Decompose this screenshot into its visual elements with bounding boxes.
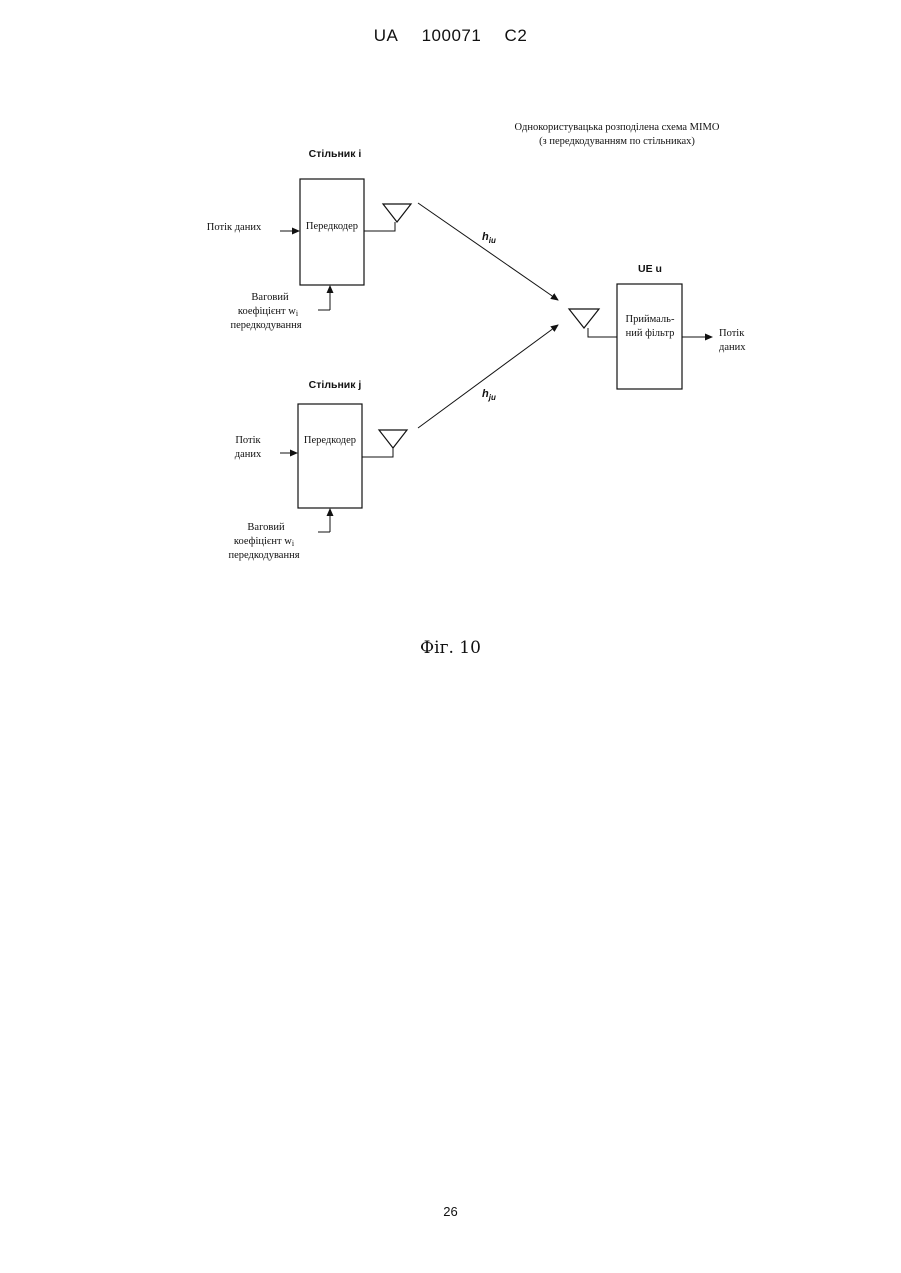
ue-feed-line xyxy=(588,328,617,337)
page-number: 26 xyxy=(0,1204,901,1219)
ue-output-line2: даних xyxy=(719,342,746,353)
cell-j-precoder-box xyxy=(298,404,362,508)
cell-j-input-line2: даних xyxy=(235,449,262,460)
figure-caption: Фіг. 10 xyxy=(0,638,901,658)
cell-j-label: Стільник j xyxy=(309,379,362,391)
cell-i-antenna-icon xyxy=(383,204,411,222)
cell-j-weight-line2: коефіцієнт wi xyxy=(234,536,295,548)
cell-i-label: Стільник i xyxy=(309,148,362,160)
cell-i-precoder-label: Передкодер xyxy=(306,221,358,232)
ue-label: UE u xyxy=(638,263,662,275)
ue-filter-line2: ний фільтр xyxy=(626,328,675,339)
cell-i-weight-line2: коефіцієнт wi xyxy=(238,306,299,318)
cell-i-weight-line1: Ваговий xyxy=(251,292,289,303)
cell-i-input-label: Потік даних xyxy=(207,222,262,233)
diagram-title-line2: (з передкодуванням по стільниках) xyxy=(539,136,695,147)
cell-j-input-line1: Потік xyxy=(235,435,261,446)
channel-i-label: hiu xyxy=(482,231,496,245)
cell-i-precoder-box xyxy=(300,179,364,285)
cell-i-feed-line xyxy=(364,222,395,231)
ue-output-line1: Потік xyxy=(719,328,745,339)
diagram-title-line1: Однокористувацька розподілена схема MIMO xyxy=(515,122,720,133)
ue-antenna-icon xyxy=(569,309,599,328)
channel-i-arrow xyxy=(418,203,558,300)
cell-i-weight-line3: передкодування xyxy=(230,320,301,331)
cell-j-precoder-label: Передкодер xyxy=(304,435,356,446)
ue-filter-line1: Приймаль- xyxy=(626,314,675,325)
cell-j-antenna-icon xyxy=(379,430,407,448)
cell-j-weight-line3: передкодування xyxy=(228,550,299,561)
cell-j-weight-line1: Ваговий xyxy=(247,522,285,533)
channel-j-label: hju xyxy=(482,388,496,402)
cell-j-feed-line xyxy=(362,448,393,457)
channel-j-arrow xyxy=(418,325,558,428)
